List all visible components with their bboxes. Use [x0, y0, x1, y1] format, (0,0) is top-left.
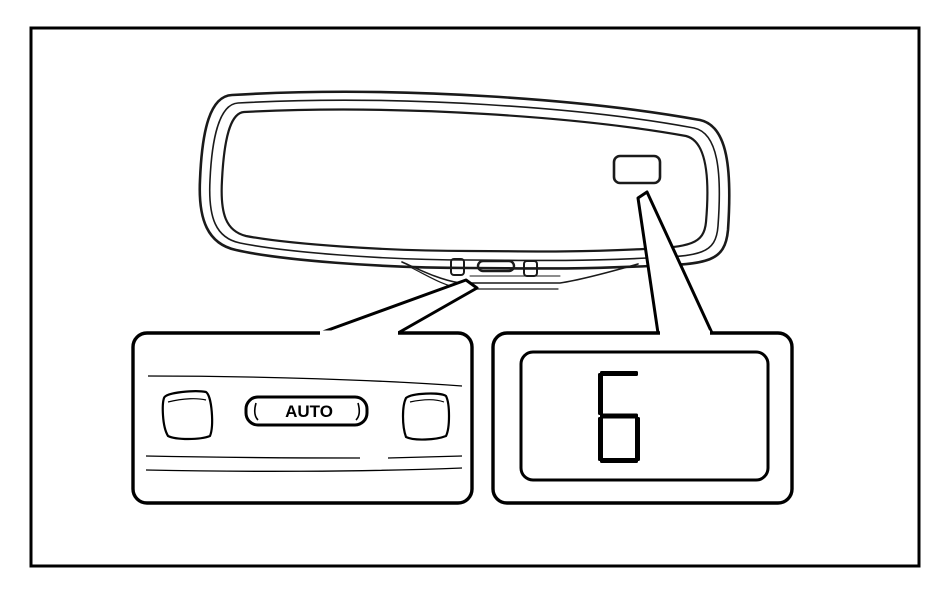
display-digit-value: 6 — [0, 0, 1, 1]
mirror-sensor-window — [612, 154, 662, 185]
segment-g — [600, 413, 638, 419]
button-panel-callout — [131, 278, 479, 505]
display-callout — [491, 190, 794, 505]
segment-a — [600, 371, 638, 376]
segment-e — [598, 417, 603, 461]
segment-c — [635, 417, 640, 461]
panel-right-button — [401, 392, 451, 441]
auto-button-label: AUTO — [285, 402, 333, 421]
seven-segment-digit — [598, 371, 640, 463]
panel-left-button — [161, 390, 214, 441]
mirror-right-button — [523, 260, 538, 277]
rearview-mirror-icon — [198, 90, 731, 290]
display-window — [519, 350, 770, 482]
mirror-auto-button — [476, 259, 516, 273]
mirror-left-button — [450, 258, 465, 276]
segment-f — [598, 373, 603, 415]
panel-auto-button — [244, 395, 369, 427]
segment-d — [600, 458, 638, 463]
